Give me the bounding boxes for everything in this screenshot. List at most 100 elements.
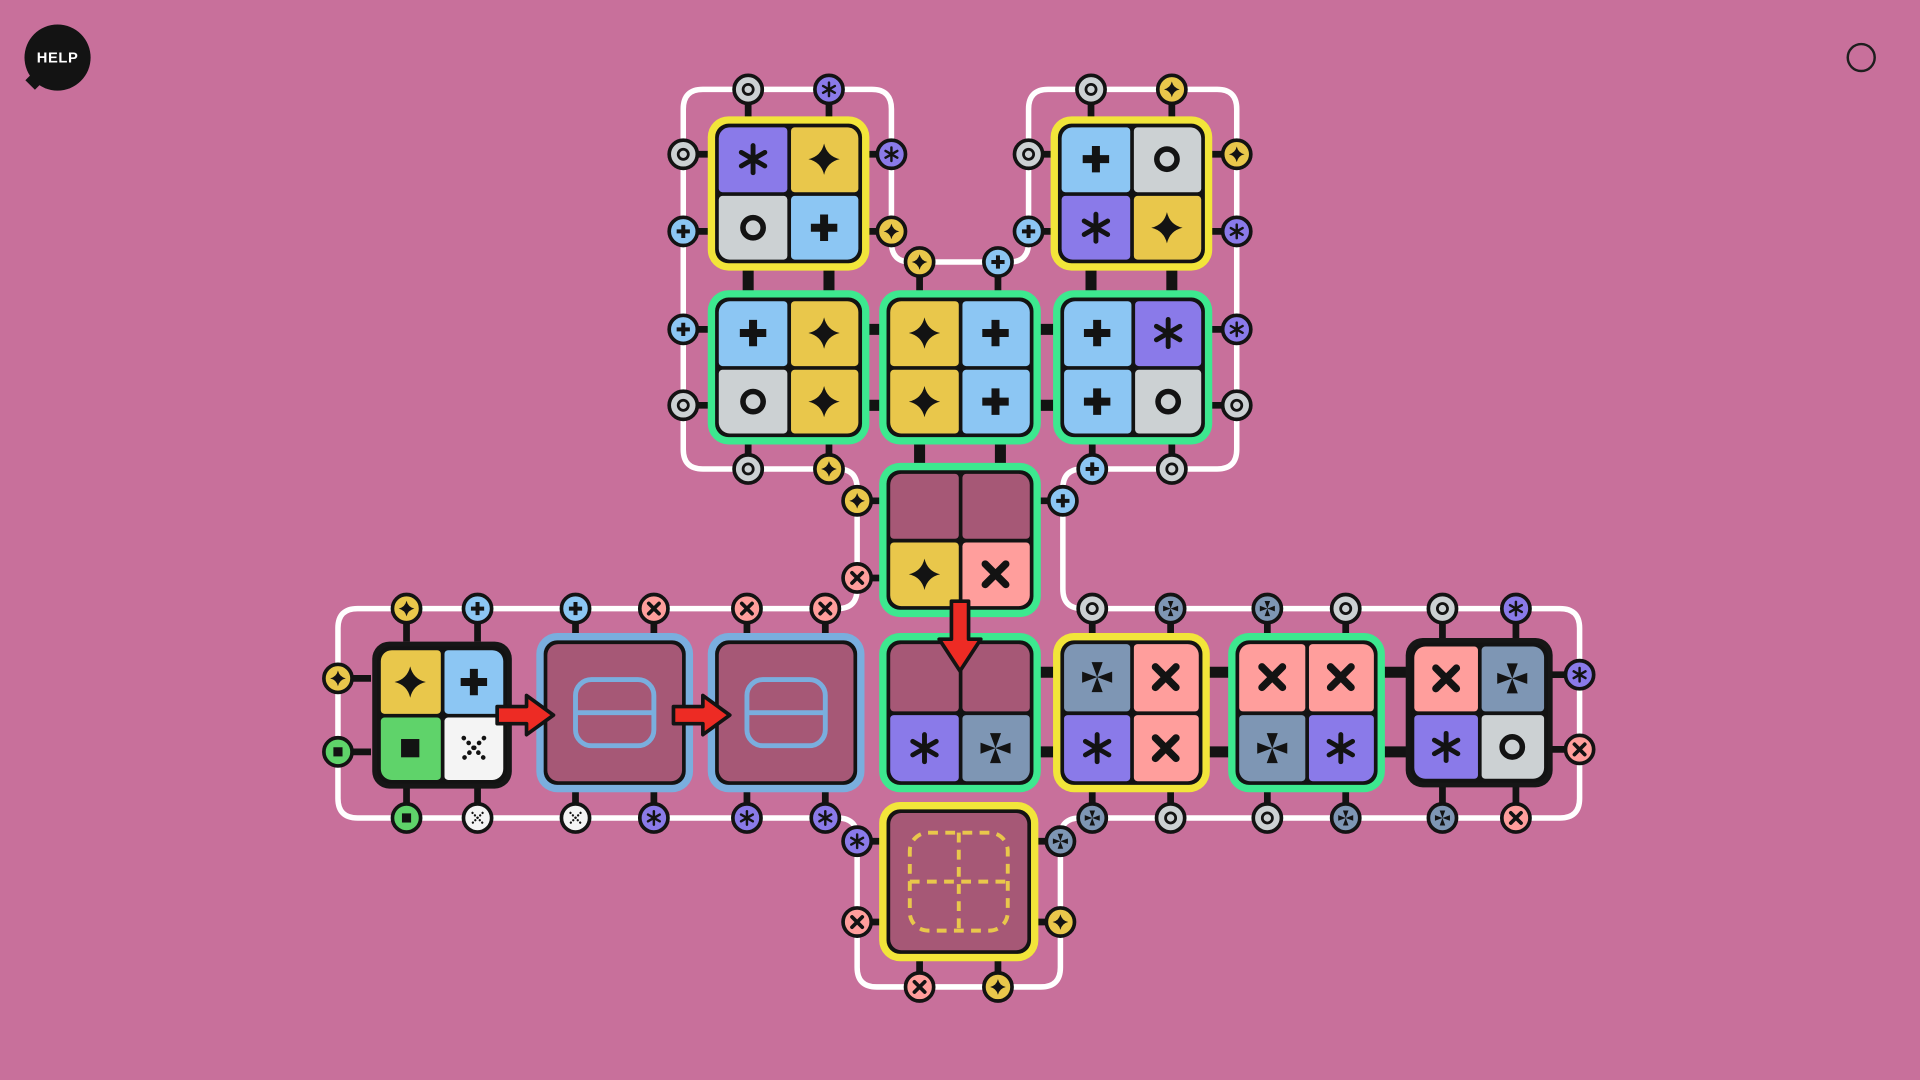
tile-star4 [790,127,859,192]
help-label: HELP [36,48,79,67]
tile-ring [718,369,787,434]
circle-icon [1022,147,1036,161]
flared-cross-icon [1052,833,1068,849]
empty-slot [547,644,683,782]
tile-x [1414,646,1478,711]
asterisk-icon [821,81,837,98]
token-ring [1154,802,1187,834]
circle-icon [1260,811,1274,825]
plus-icon [1084,320,1111,347]
token-cross4 [1044,825,1077,858]
block-slot-1[interactable] [536,633,694,793]
x-icon [1508,810,1523,825]
flared-cross-icon [1256,732,1287,763]
track-path [335,86,1583,990]
tile-cross4 [1481,646,1545,711]
token-plus [461,592,494,625]
tile-cross4 [1239,714,1305,782]
x-icon [1152,733,1180,762]
token-x [1563,733,1596,766]
token-plus [1046,484,1079,517]
token-star4 [875,215,908,248]
token-ring [1251,802,1284,834]
token-asterisk [1563,658,1596,691]
block-top-left[interactable] [707,116,870,271]
four-point-star-icon [398,600,415,617]
block-right-yellow[interactable] [1053,633,1210,793]
flared-cross-icon [1434,810,1450,826]
circle-icon [1499,733,1526,760]
token-x [731,592,763,625]
flared-cross-icon [980,732,1011,763]
circle-icon [1154,146,1181,173]
block-right-green[interactable] [1228,633,1385,793]
token-plus [982,246,1014,278]
block-mid-left[interactable] [707,290,870,445]
four-point-star-icon [908,385,940,417]
x-icon [1572,742,1587,757]
token-x [637,592,670,625]
empty-slot [718,644,854,782]
block-center-upper[interactable] [879,462,1041,618]
square-icon [333,747,343,757]
push-arrow-right [670,691,734,746]
tile-star4 [790,301,859,366]
block-goal[interactable] [879,802,1039,962]
x-icon [646,601,661,616]
dotted-x-icon [471,811,484,825]
menu-circle-button[interactable] [1846,42,1876,73]
block-left-small[interactable] [372,641,512,789]
dotted-x-icon [461,736,486,761]
block-mid-right[interactable] [1053,290,1213,445]
token-cross4 [1154,592,1187,625]
x-icon [981,560,1010,588]
circle-icon [1165,462,1179,476]
block-right-black[interactable] [1405,637,1553,788]
plus-icon [1056,494,1070,508]
four-point-star-icon [1163,81,1180,98]
help-button[interactable]: HELP [24,24,91,91]
token-x [903,971,936,1003]
plus-icon [1021,224,1036,239]
domino-outline-icon [744,677,828,749]
x-icon [850,915,865,930]
plus-icon [739,320,766,347]
token-asterisk [875,138,908,171]
token-cross4 [1076,802,1109,834]
tile-plus [961,301,1030,366]
tile-plus [1061,127,1130,192]
tile-star4 [380,650,441,714]
tile-xdot [443,716,504,780]
plus-icon [676,224,690,239]
block-mid-center[interactable] [879,290,1041,445]
token-star4 [1044,906,1077,938]
asterisk-icon [884,146,899,163]
tile-square [380,716,441,780]
domino-outline-icon [573,677,657,749]
asterisk-icon [1082,731,1112,764]
x-icon [1327,663,1356,692]
goal-slot [890,813,1028,951]
block-top-right[interactable] [1050,116,1213,271]
token-plus [667,215,700,248]
token-asterisk [1499,592,1532,625]
asterisk-icon [909,731,939,764]
token-star4 [903,246,936,278]
plus-icon [1084,388,1111,415]
plus-icon [1085,462,1099,476]
goal-outline-icon [907,830,1010,933]
plus-icon [470,601,485,616]
four-point-star-icon [808,385,841,417]
x-icon [1257,663,1286,692]
token-asterisk [809,802,842,834]
token-ring [1426,592,1459,625]
circle-icon [676,398,690,412]
token-x [841,906,874,938]
tile-ring [1133,127,1202,192]
four-point-star-icon [1228,146,1245,163]
tile-asterisk [1414,714,1478,779]
token-asterisk [841,825,874,858]
token-ring [667,138,700,171]
block-slot-2[interactable] [707,633,865,793]
